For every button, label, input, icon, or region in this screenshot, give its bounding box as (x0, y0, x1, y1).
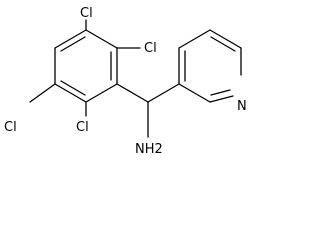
ring-bond-1 (85, 29, 118, 49)
py-bond-3 (209, 29, 242, 49)
cl-left-bond (29, 83, 56, 103)
aryl-to-ch-bond (116, 83, 149, 103)
molecule-svg: Cl Cl Cl Cl N NH2 (4, 6, 247, 157)
py-bond-2 (178, 29, 211, 49)
nitrogen-label: N (237, 99, 247, 114)
py-bond-5 (209, 95, 234, 103)
amine-label: NH2 (135, 142, 163, 157)
ring-bond-3 (85, 83, 118, 103)
cl-bottom-label: Cl (76, 120, 89, 135)
ring-bond-4-inner (60, 80, 86, 96)
ch-to-pyridine-bond (147, 83, 180, 103)
py-bond-5-inner (210, 89, 231, 96)
structure-diagram: Cl Cl Cl Cl N NH2 (4, 6, 247, 157)
cl-upper-right-label: Cl (144, 41, 157, 56)
cl-left-label: Cl (4, 120, 17, 135)
ring-bond-4 (54, 83, 87, 103)
py-bond-3-inner (210, 36, 236, 52)
pyridine-ring (178, 29, 242, 103)
py-bond-6 (178, 83, 211, 103)
cl-top-label: Cl (80, 6, 93, 21)
ring-bond-6-inner (60, 36, 86, 52)
ring-bond-6 (54, 29, 87, 49)
benzene-ring (54, 29, 118, 103)
